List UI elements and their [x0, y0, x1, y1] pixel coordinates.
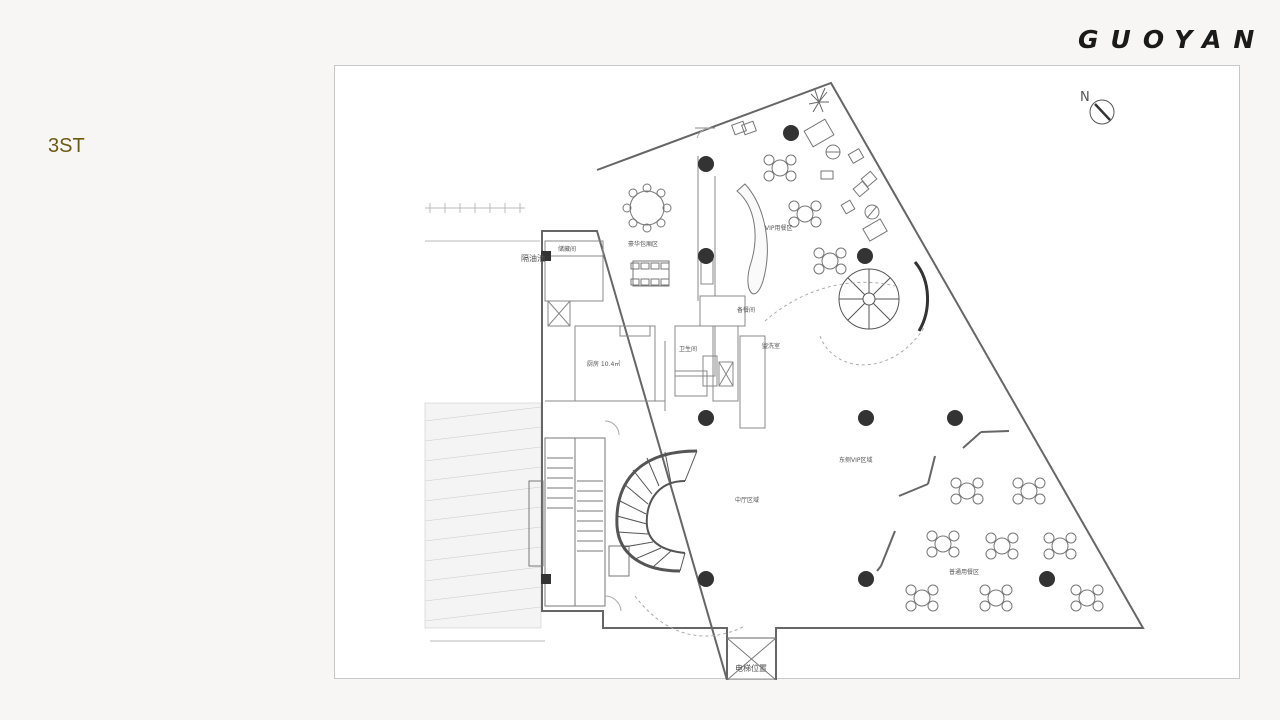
- plant-decoration: [808, 87, 829, 113]
- spiral-staircase-main: [615, 449, 698, 573]
- door-arc: [604, 595, 622, 612]
- curved-partition: [736, 183, 768, 295]
- label-shaft: 隔油池: [521, 253, 545, 263]
- rectangular-table: [630, 260, 670, 287]
- structural-columns: [541, 125, 1055, 587]
- room-labels: 储藏间 隔油池 豪华包厢区 VIP用餐区 备餐间 厨房 10.4㎡ 卫生间 盥洗…: [521, 224, 979, 673]
- floor-label: 3ST: [48, 135, 85, 157]
- spiral-staircase-small: [838, 261, 930, 332]
- interior-walls: [544, 127, 766, 429]
- label-storage: 储藏间: [558, 245, 576, 253]
- north-label: N: [1080, 90, 1090, 105]
- lounge-seating: [731, 118, 888, 242]
- floor-plan-frame: N 储藏间 隔油池 豪华包厢区 VIP用餐区 备餐间 厨房 10.4㎡ 卫生间 …: [334, 65, 1240, 680]
- label-vip-area: VIP用餐区: [765, 224, 793, 232]
- four-seat-tables: [763, 154, 1104, 612]
- label-pantry: 备餐间: [737, 306, 755, 314]
- floor-plan-drawing: N 储藏间 隔油池 豪华包厢区 VIP用餐区 备餐间 厨房 10.4㎡ 卫生间 …: [424, 81, 1145, 680]
- door-arc: [604, 420, 620, 436]
- circulation-curves: [634, 281, 926, 637]
- door-arc: [696, 127, 712, 139]
- brand-text: GUOYAN: [1078, 25, 1256, 54]
- ruler-marks: [425, 203, 545, 642]
- label-east-area: 东侧VIP区域: [839, 456, 873, 464]
- label-elevator: 电梯位置: [735, 663, 767, 673]
- outer-wall: [541, 81, 1145, 680]
- adjacent-building-hatch: [424, 402, 542, 629]
- label-toilet: 卫生间: [679, 345, 697, 353]
- staircase-left: [528, 437, 630, 607]
- round-table-large: [622, 183, 672, 233]
- label-dining-area: 普通用餐区: [949, 568, 979, 576]
- label-lobby: 中厅区域: [735, 496, 759, 504]
- north-arrow: N: [1080, 90, 1115, 125]
- label-kitchen: 厨房 10.4㎡: [587, 360, 620, 368]
- brand-logo: GUOYAN: [1078, 25, 1256, 54]
- angled-partitions: [876, 430, 1010, 572]
- elevator-shaft: [726, 637, 777, 680]
- label-washroom: 盥洗室: [762, 342, 780, 350]
- label-vip-room: 豪华包厢区: [628, 240, 658, 248]
